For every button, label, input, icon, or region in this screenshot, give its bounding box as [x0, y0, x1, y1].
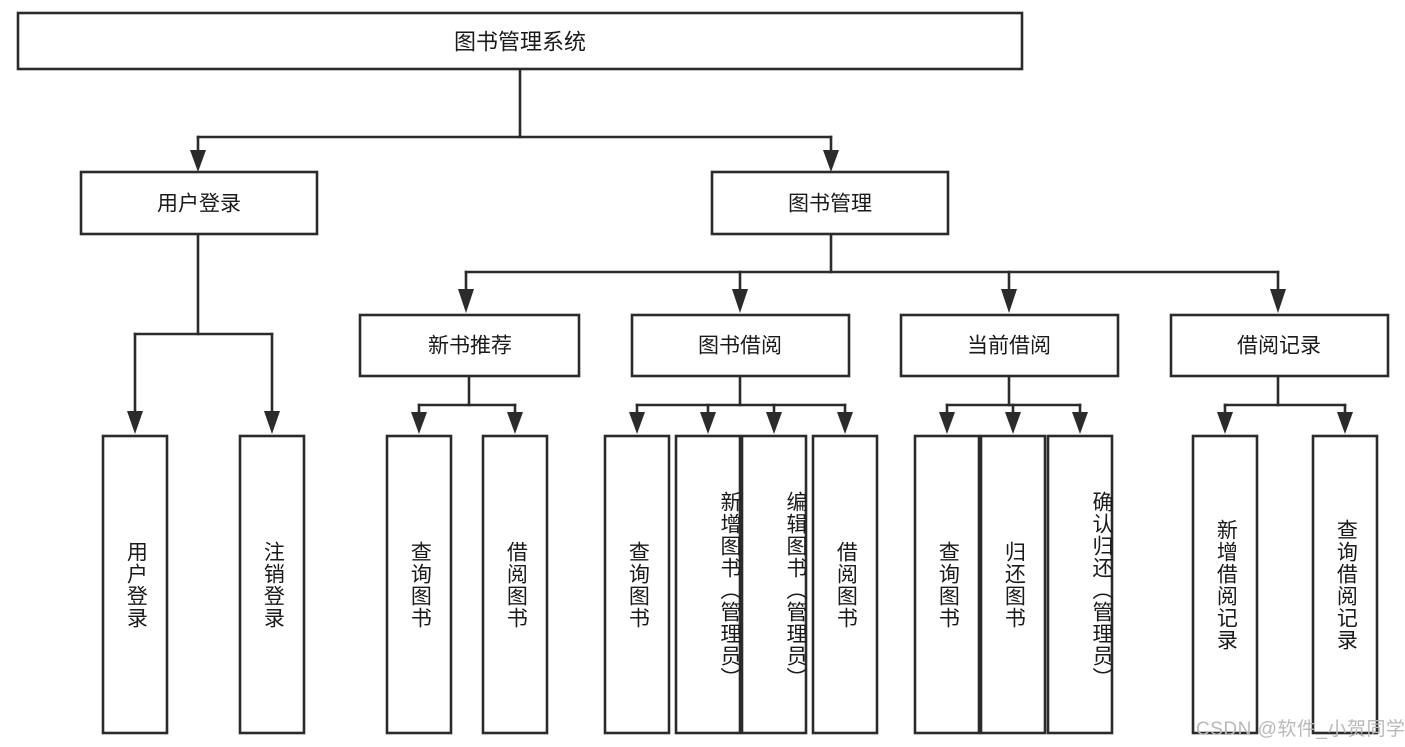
node-root-book-management-system[interactable]: 图书管理系统 [16, 11, 1024, 71]
node-label-book-borrow: 图书借阅 [698, 335, 782, 358]
node-label-book-management: 图书管理 [788, 193, 872, 216]
leaf-boxes [101, 434, 1379, 735]
csdn-watermark: CSDN @软件_小贺同学 [1196, 719, 1405, 740]
connector-book-borrow-to-leaves [629, 374, 853, 434]
node-label-borrow-record: 借阅记录 [1237, 335, 1321, 358]
node-leaf-query-book-2[interactable] [603, 434, 671, 735]
node-leaf-user-login[interactable] [101, 434, 169, 735]
node-leaf-logout[interactable] [238, 434, 306, 735]
node-label-user-login: 用户登录 [157, 193, 241, 216]
node-leaf-borrow-book-2[interactable] [811, 434, 879, 735]
connector-new-book-recommend-to-leaves [411, 374, 523, 434]
node-label-root: 图书管理系统 [454, 30, 586, 55]
connector-user-login-to-leaves [127, 232, 280, 434]
node-borrow-record[interactable]: 借阅记录 [1169, 313, 1390, 378]
node-leaf-add-borrow-record[interactable] [1191, 434, 1259, 735]
connector-current-borrow-to-leaves [939, 374, 1088, 434]
node-current-borrow[interactable]: 当前借阅 [899, 313, 1120, 378]
node-leaf-query-book-3[interactable] [913, 434, 981, 735]
node-book-borrow[interactable]: 图书借阅 [630, 313, 851, 378]
node-leaf-return-book[interactable] [979, 434, 1047, 735]
node-new-book-recommend[interactable]: 新书推荐 [358, 313, 581, 378]
node-leaf-add-book[interactable] [674, 434, 742, 735]
node-leaf-query-borrow-record[interactable] [1311, 434, 1379, 735]
node-leaf-query-book-1[interactable] [385, 434, 453, 735]
node-label-current-borrow: 当前借阅 [967, 335, 1051, 358]
node-label-new-book-recommend: 新书推荐 [428, 335, 512, 358]
node-leaf-edit-book[interactable] [740, 434, 808, 735]
node-leaf-confirm-return[interactable] [1046, 434, 1114, 735]
connector-borrow-record-to-leaves [1217, 374, 1353, 434]
connector-book-management-to-level3 [458, 232, 1286, 313]
node-leaf-borrow-book-1[interactable] [481, 434, 549, 735]
node-user-login[interactable]: 用户登录 [79, 170, 319, 236]
node-book-management[interactable]: 图书管理 [710, 170, 950, 236]
connector-root-to-level2 [190, 67, 839, 172]
